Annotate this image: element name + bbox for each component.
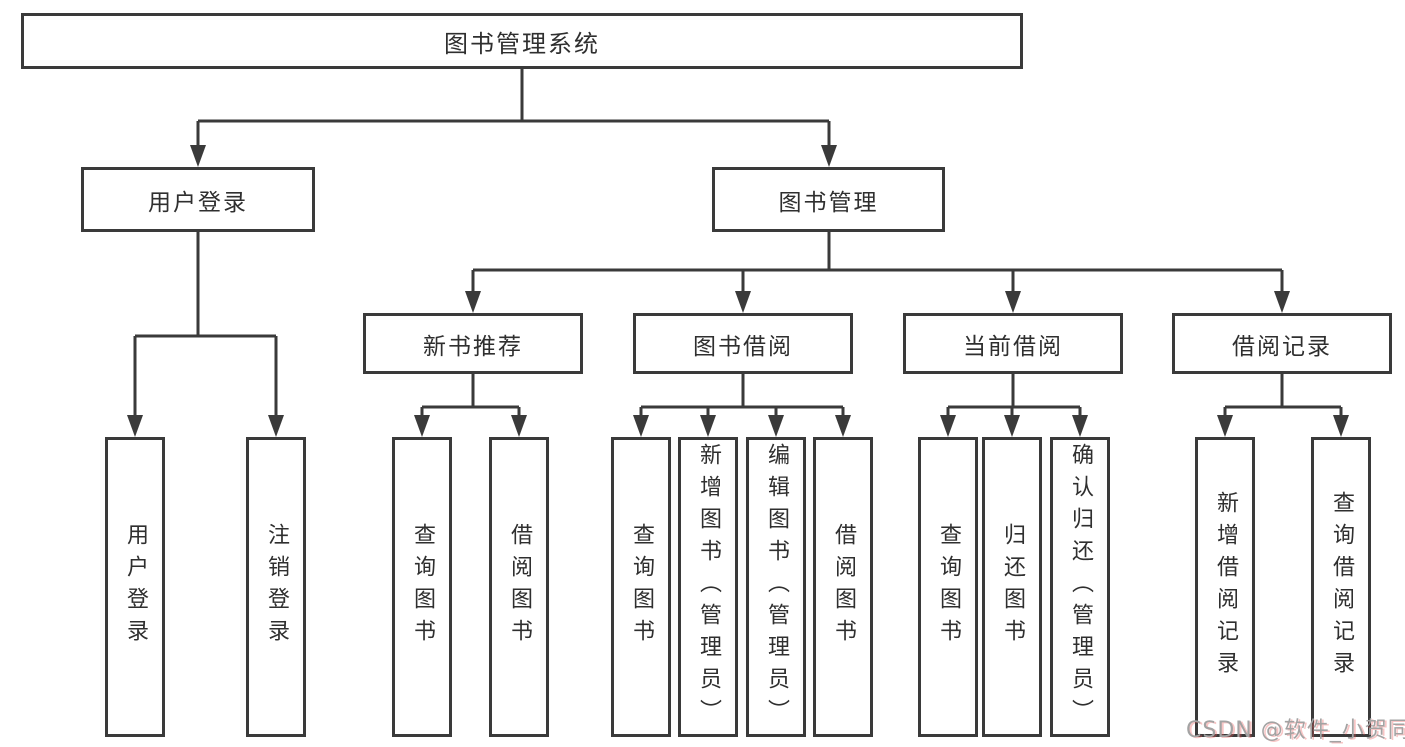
arrow-icon <box>414 415 430 437</box>
node-borrow-records-label: 借阅记录 <box>1232 333 1332 360</box>
arrow-icon <box>633 415 649 437</box>
edge-current-borrow-children <box>946 374 1082 416</box>
leaf-user-login: 用户登录 <box>105 437 165 737</box>
node-root: 图书管理系统 <box>21 13 1023 69</box>
node-book-management: 图书管理 <box>712 167 945 232</box>
leaf-query-borrow-record-label: 查询借阅记录 <box>1329 491 1354 683</box>
leaf-query-books-borrow: 查询图书 <box>611 437 671 737</box>
node-borrow-records: 借阅记录 <box>1172 313 1392 374</box>
arrow-icon <box>190 145 206 167</box>
node-current-borrow: 当前借阅 <box>903 313 1123 374</box>
leaf-borrow-books-label: 借阅图书 <box>831 523 856 651</box>
node-book-borrow-label: 图书借阅 <box>693 333 793 360</box>
arrow-icon <box>700 415 716 437</box>
leaf-query-books-current-label: 查询图书 <box>936 523 961 651</box>
arrow-icon <box>768 415 784 437</box>
leaf-query-books-recommend: 查询图书 <box>392 437 452 737</box>
arrowheads <box>127 145 1349 437</box>
arrow-icon <box>1005 291 1021 313</box>
arrow-icon <box>835 415 851 437</box>
leaf-confirm-return-admin-label: 确认归还（管理员） <box>1068 443 1093 731</box>
node-user-login-label: 用户登录 <box>148 189 248 216</box>
leaf-query-borrow-record: 查询借阅记录 <box>1311 437 1371 737</box>
node-user-login: 用户登录 <box>81 167 315 232</box>
arrow-icon <box>1004 415 1020 437</box>
leaf-edit-books-admin-label: 编辑图书（管理员） <box>764 443 789 731</box>
arrow-icon <box>821 145 837 167</box>
arrow-icon <box>127 415 143 437</box>
leaf-borrow-books-recommend-label: 借阅图书 <box>507 523 532 651</box>
leaf-user-login-label: 用户登录 <box>123 523 148 651</box>
leaf-query-books-borrow-label: 查询图书 <box>629 523 654 651</box>
leaf-add-books-admin: 新增图书（管理员） <box>678 437 738 737</box>
leaf-query-books-current: 查询图书 <box>918 437 978 737</box>
leaf-add-borrow-record: 新增借阅记录 <box>1195 437 1255 737</box>
arrow-icon <box>511 415 527 437</box>
arrow-icon <box>1072 415 1088 437</box>
node-new-book-recommend: 新书推荐 <box>363 313 583 374</box>
edge-book-borrow-children <box>639 374 845 416</box>
arrow-icon <box>1274 291 1290 313</box>
arrow-icon <box>1217 415 1233 437</box>
leaf-return-books-label: 归还图书 <box>1000 523 1025 651</box>
leaf-logout: 注销登录 <box>246 437 306 737</box>
edge-root-to-level2 <box>196 68 831 146</box>
arrow-icon <box>268 415 284 437</box>
node-root-label: 图书管理系统 <box>444 29 600 58</box>
edge-book-mgmt-children <box>471 232 1284 292</box>
edge-borrow-records-children <box>1223 374 1343 416</box>
arrow-icon <box>1333 415 1349 437</box>
edge-user-login-children <box>133 232 278 416</box>
leaf-confirm-return-admin: 确认归还（管理员） <box>1050 437 1110 737</box>
arrow-icon <box>735 291 751 313</box>
node-book-borrow: 图书借阅 <box>633 313 853 374</box>
arrow-icon <box>465 291 481 313</box>
watermark: CSDN @软件_小贺同学 <box>1186 718 1405 743</box>
leaf-query-books-recommend-label: 查询图书 <box>410 523 435 651</box>
leaf-return-books: 归还图书 <box>982 437 1042 737</box>
node-book-management-label: 图书管理 <box>778 189 879 216</box>
node-current-borrow-label: 当前借阅 <box>963 333 1063 360</box>
leaf-borrow-books: 借阅图书 <box>813 437 873 737</box>
leaf-logout-label: 注销登录 <box>264 523 289 651</box>
leaf-add-borrow-record-label: 新增借阅记录 <box>1213 491 1238 683</box>
leaf-add-books-admin-label: 新增图书（管理员） <box>696 443 721 731</box>
edge-new-books-children <box>420 374 521 416</box>
leaf-edit-books-admin: 编辑图书（管理员） <box>746 437 806 737</box>
arrow-icon <box>940 415 956 437</box>
node-new-book-recommend-label: 新书推荐 <box>423 333 523 360</box>
leaf-borrow-books-recommend: 借阅图书 <box>489 437 549 737</box>
